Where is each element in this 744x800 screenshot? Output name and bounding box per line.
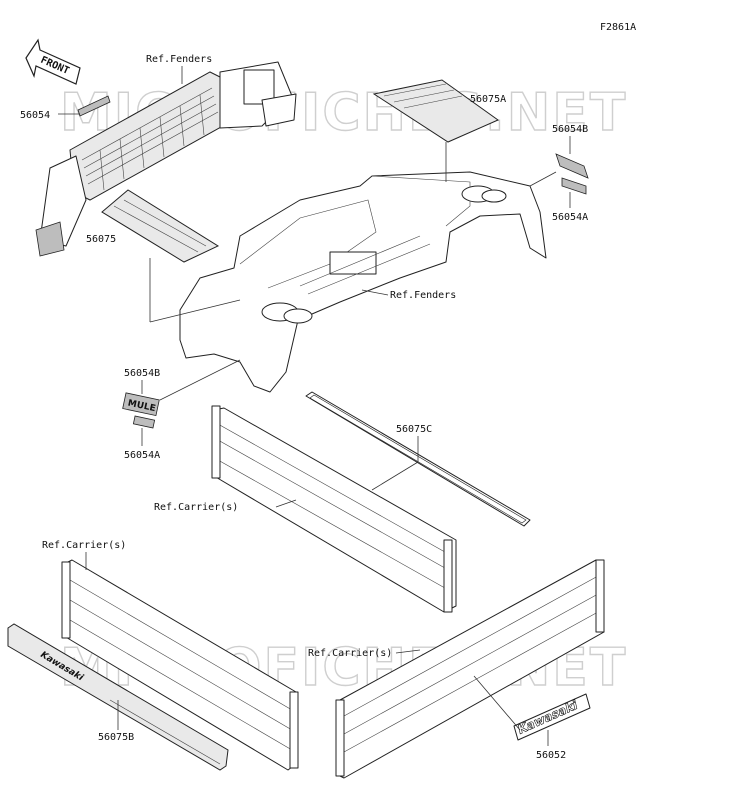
label-56075A: 56075A bbox=[470, 94, 506, 105]
front-grille-assembly bbox=[35, 61, 297, 257]
fender-body bbox=[179, 171, 547, 393]
label-ref-carrier-mid: Ref.Carrier(s) bbox=[154, 502, 238, 513]
decal-56052: Kawasaki bbox=[513, 693, 591, 741]
front-arrow-icon: FRONT bbox=[25, 38, 81, 85]
label-56054A-left: 56054A bbox=[124, 450, 160, 461]
decal-56054B-right bbox=[555, 153, 589, 179]
label-56054A-right: 56054A bbox=[552, 212, 588, 223]
label-56075C: 56075C bbox=[396, 424, 432, 435]
carrier-side-gate-left bbox=[61, 559, 299, 771]
carrier-side-gate-right bbox=[335, 559, 605, 779]
label-56075: 56075 bbox=[86, 234, 116, 245]
label-56052: 56052 bbox=[536, 750, 566, 761]
label-56075B: 56075B bbox=[98, 732, 134, 743]
mule-badge-decal: MULE bbox=[122, 392, 160, 429]
label-ref-carrier-left: Ref.Carrier(s) bbox=[42, 540, 126, 551]
label-56054: 56054 bbox=[20, 110, 50, 121]
label-56054B-right: 56054B bbox=[552, 124, 588, 135]
carrier-front-gate bbox=[211, 405, 457, 613]
label-ref-fenders-mid: Ref.Fenders bbox=[390, 290, 456, 301]
label-56054B-left: 56054B bbox=[124, 368, 160, 379]
decal-56054A-right bbox=[561, 177, 587, 195]
label-ref-fenders-top: Ref.Fenders bbox=[146, 54, 212, 65]
mat-56075 bbox=[101, 189, 220, 263]
figure-id: F2861A bbox=[600, 22, 636, 33]
label-ref-carrier-right: Ref.Carrier(s) bbox=[308, 648, 392, 659]
mat-56075A bbox=[372, 79, 500, 143]
